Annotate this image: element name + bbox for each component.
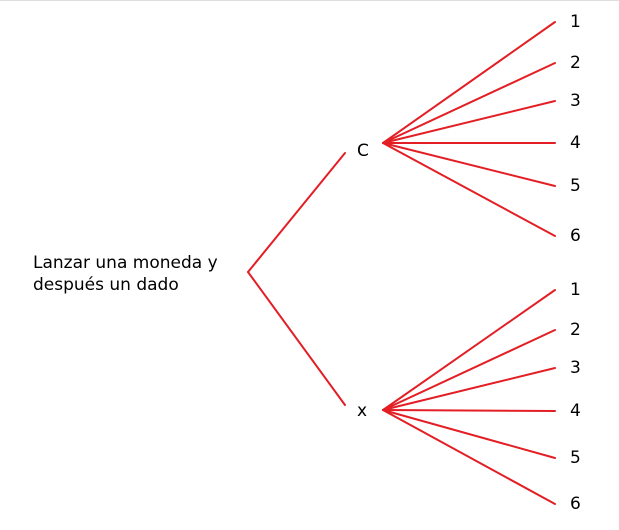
branch-c-line bbox=[247, 152, 346, 273]
branch-c-outcome-1-line bbox=[382, 21, 556, 144]
branch-c-outcome-3-line bbox=[382, 100, 556, 144]
branch-c-outcome-2-label: 2 bbox=[570, 53, 581, 73]
branch-c-label: C bbox=[357, 141, 369, 161]
branch-x-outcome-3-line bbox=[382, 367, 556, 411]
branch-x-outcome-2-line bbox=[382, 329, 556, 411]
branch-c-outcome-6-line bbox=[382, 142, 556, 237]
branch-c-outcome-6-label: 6 bbox=[570, 226, 581, 246]
branch-c-outcome-1-label: 1 bbox=[570, 12, 581, 32]
branch-x-outcome-3-label: 3 bbox=[570, 358, 581, 378]
branch-x-outcome-4-line bbox=[382, 409, 556, 412]
branch-c-outcome-5-line bbox=[382, 142, 556, 187]
branch-x-outcome-2-label: 2 bbox=[570, 320, 581, 340]
branch-x-line bbox=[247, 271, 346, 406]
branch-x-outcome-5-line bbox=[382, 409, 556, 459]
branch-x-outcome-1-label: 1 bbox=[570, 280, 581, 300]
branch-x-outcome-5-label: 5 bbox=[570, 448, 581, 468]
root-label-line-1: Lanzar una moneda y bbox=[33, 253, 218, 273]
branch-x-outcome-1-line bbox=[382, 289, 556, 411]
branch-x-label: x bbox=[357, 401, 368, 421]
branch-x-outcome-4-label: 4 bbox=[570, 401, 581, 421]
branch-x-outcome-6-line bbox=[382, 409, 556, 505]
root-label: Lanzar una moneda y después un dado bbox=[33, 252, 218, 296]
branch-x-outcome-6-label: 6 bbox=[570, 494, 581, 514]
branch-c-outcome-5-label: 5 bbox=[570, 176, 581, 196]
branch-c-outcome-2-line bbox=[382, 62, 556, 144]
top-divider bbox=[0, 0, 619, 1]
root-label-line-2: después un dado bbox=[33, 275, 179, 295]
branch-c-outcome-3-label: 3 bbox=[570, 91, 581, 111]
branch-c-outcome-4-label: 4 bbox=[570, 133, 581, 153]
